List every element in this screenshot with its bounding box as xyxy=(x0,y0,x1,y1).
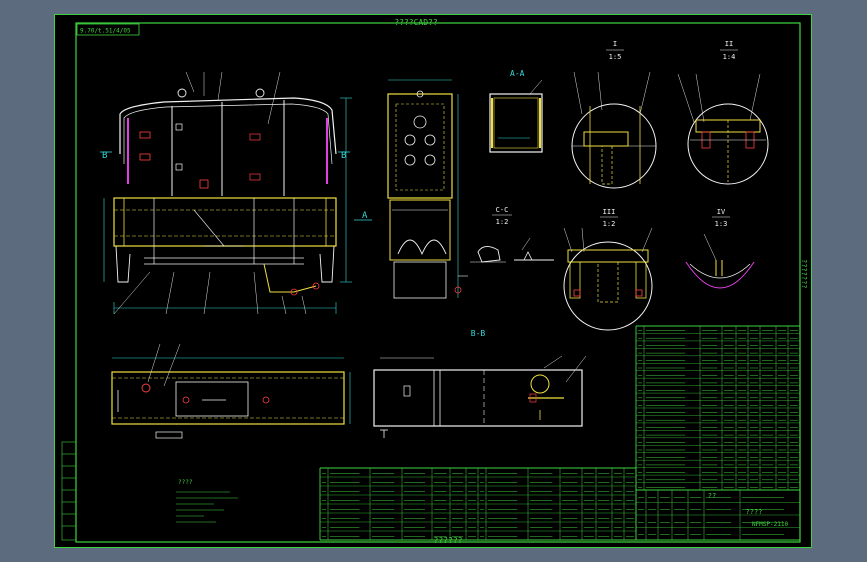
detail-one-view xyxy=(571,71,657,189)
title-block-name: ???? xyxy=(746,508,763,516)
cad-canvas: ????CAD?? ?????? ??????? 9.70/t.51/4/05 xyxy=(54,14,812,548)
section-bb-view xyxy=(373,355,587,438)
stamp-text: 9.70/t.51/4/05 xyxy=(80,28,131,35)
plan-view xyxy=(111,343,351,439)
detail-two-number: II xyxy=(725,40,733,48)
notes-title: ???? xyxy=(178,479,193,486)
revision-strip xyxy=(61,441,77,541)
inner-frame xyxy=(75,22,801,543)
footer-text: ?????? xyxy=(434,536,463,545)
detail-four-view xyxy=(685,233,755,289)
section-marker-a: A xyxy=(362,211,368,221)
section-marker-b-left: B xyxy=(102,151,107,161)
title-block-drawing-no: NFMSP-2110 xyxy=(752,521,789,528)
stamp-box xyxy=(76,23,140,36)
bom-table-right xyxy=(635,325,801,491)
section-bb-label: B-B xyxy=(471,329,486,338)
drawing-sheet: ????CAD?? ?????? ??????? 9.70/t.51/4/05 xyxy=(54,14,812,548)
detail-four-number: IV xyxy=(717,208,726,216)
section-marker-b-right: B xyxy=(341,151,346,161)
header-text: ????CAD?? xyxy=(394,18,438,27)
title-block xyxy=(635,489,801,541)
detail-one-scale: 1:5 xyxy=(609,53,622,61)
detail-three-number: III xyxy=(603,208,616,216)
detail-four-scale: 1:3 xyxy=(715,220,728,228)
side-view xyxy=(387,79,468,299)
front-view xyxy=(100,71,352,315)
outer-frame xyxy=(54,14,812,548)
section-aa-label: A-A xyxy=(510,69,525,78)
detail-three-view xyxy=(563,227,653,331)
section-aa-view xyxy=(489,79,543,153)
title-block-unit: ?? xyxy=(708,492,716,500)
notes-lines xyxy=(176,491,238,523)
section-cc-view xyxy=(470,237,554,263)
side-text: ??????? xyxy=(800,259,808,289)
section-cc-label: C-C xyxy=(496,206,509,214)
detail-two-scale: 1:4 xyxy=(723,53,736,61)
detail-one-number: I xyxy=(613,40,617,48)
detail-three-scale: 1:2 xyxy=(603,220,616,228)
bom-table-bottom xyxy=(319,467,637,541)
detail-two-view xyxy=(677,73,769,185)
section-cc-scale: 1:2 xyxy=(496,218,509,226)
